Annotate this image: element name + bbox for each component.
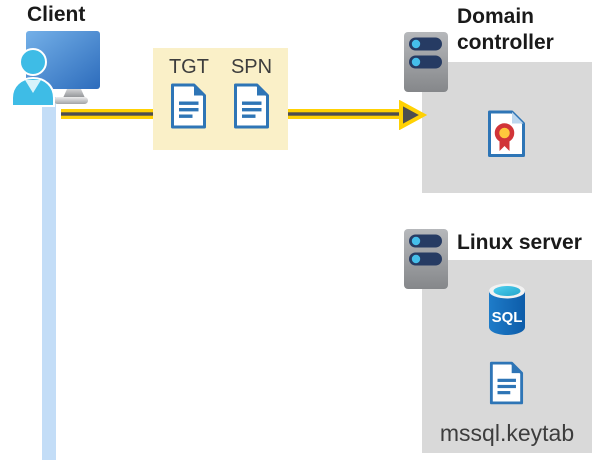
- monitor-base: [54, 97, 88, 104]
- monitor-stand: [63, 89, 85, 98]
- domain-controller-server-icon: [404, 32, 448, 92]
- spn-ticket: SPN: [231, 55, 272, 150]
- linux-server-label: Linux server: [457, 231, 582, 254]
- linux-server-icon: [404, 229, 448, 289]
- keytab-document-icon: [489, 361, 524, 405]
- spn-document-icon: [234, 83, 269, 129]
- person-head: [19, 48, 47, 76]
- tgt-ticket: TGT: [169, 55, 209, 150]
- sql-database-icon: SQL: [489, 283, 525, 335]
- keytab-filename-label: mssql.keytab: [439, 420, 575, 446]
- domain-controller-label: Domain controller: [457, 5, 554, 54]
- client-label: Client: [27, 3, 86, 26]
- client-workstation-icon: [11, 31, 100, 107]
- tgt-document-icon: [171, 83, 207, 129]
- tgt-label: TGT: [168, 56, 209, 78]
- auth-arrow-head-icon: [399, 100, 428, 130]
- ticket-box: TGT SPN: [153, 48, 288, 150]
- certificate-icon: [488, 110, 525, 157]
- sql-icon-label: SQL: [492, 309, 523, 326]
- monitor-icon: [26, 31, 100, 89]
- person-collar: [25, 80, 41, 93]
- spn-label: SPN: [230, 56, 273, 78]
- client-connection-line: [42, 97, 56, 460]
